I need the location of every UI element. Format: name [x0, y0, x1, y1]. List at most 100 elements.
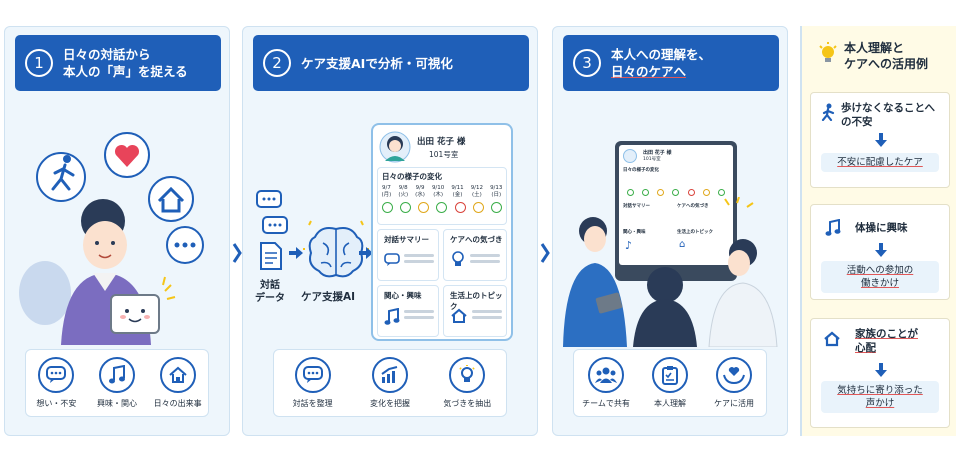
- screen-section: 日々の様子の変化: [623, 168, 659, 173]
- outcome-understanding: 本人理解: [640, 357, 700, 409]
- step3-outcomes: チームで共有 本人理解 ケアに活用: [573, 349, 767, 417]
- walking-person-bubble: [36, 152, 86, 202]
- mood-section: 日々の様子の変化 9/7(月)9/8(火)9/9(水)9/10(木)9/11(金…: [377, 167, 507, 225]
- outcome-label: 想い・不安: [36, 399, 77, 408]
- mood-dates: 9/7(月)9/8(火)9/9(水)9/10(木)9/11(金)9/12(土)9…: [378, 185, 506, 199]
- screen-faces: [623, 189, 729, 196]
- music-note-icon: ♪: [625, 239, 633, 252]
- house-icon: [159, 357, 196, 393]
- mood-face-icon: [657, 189, 665, 196]
- music-note-icon: [98, 357, 135, 393]
- arrow-right-icon: [289, 247, 303, 259]
- speech-bubble-icon: [38, 357, 75, 393]
- lightbulb-icon: [449, 357, 486, 393]
- summary-box: 対話サマリー: [377, 229, 439, 281]
- mood-face-icon: [473, 202, 485, 213]
- step1-panel: 1 日々の対話から 本人の「声」を捉える: [4, 26, 230, 436]
- brain-icon: [303, 220, 369, 278]
- monitor-screen: 出田 花子 様 101号室 日々の様子の変化 対話サマリー ケアへの気づき 関心…: [619, 145, 733, 265]
- speech-bubble-icon: [384, 252, 400, 271]
- music-note-icon: [384, 307, 400, 330]
- ai-label: ケア支援AI: [301, 291, 356, 303]
- mood-face-icon: [627, 189, 635, 196]
- mood-face-icon: [381, 202, 393, 213]
- mood-faces: [378, 202, 506, 213]
- mood-date: 9/13(日): [490, 185, 503, 198]
- examples-panel: 本人理解と ケアへの活用例 歩けなくなることへ の不安 不安に配慮したケア 体操…: [800, 26, 956, 436]
- arrow-down-icon: [875, 133, 887, 147]
- step3-header: 3 本人への理解を、 日々のケアへ: [563, 35, 779, 91]
- heart-hands-icon: [716, 357, 752, 393]
- example-card: 家族のことが 心配 気持ちに寄り添った 声かけ: [810, 318, 950, 428]
- lightbulb-icon: [450, 250, 466, 272]
- step2-header: 2 ケア支援AIで分析・可視化: [253, 35, 529, 91]
- mood-face-icon: [687, 189, 695, 196]
- step2-title: ケア支援AIで分析・可視化: [301, 55, 453, 71]
- example-result: 気持ちに寄り添った 声かけ: [821, 381, 939, 413]
- clipboard-icon: [652, 357, 688, 393]
- house-bubble: [148, 176, 194, 222]
- mood-section-title: 日々の様子の変化: [382, 172, 442, 181]
- avatar: [623, 149, 637, 163]
- outcome-label: 日々の出来事: [153, 399, 202, 408]
- step3-title-line1: 本人への理解を、: [611, 47, 712, 62]
- step2-number: 2: [263, 49, 291, 77]
- example-card: 体操に興味 活動への参加の 働きかけ: [810, 204, 950, 300]
- input-label: 対話 データ: [255, 280, 285, 304]
- step2-panel: 2 ケア支援AIで分析・可視化 対話 データ ケア支援AI 出田 花子 様 10…: [242, 26, 538, 436]
- example-result: 活動への参加の 働きかけ: [821, 261, 939, 293]
- mood-face-icon: [642, 189, 650, 196]
- outcome-label: 興味・関心: [96, 399, 137, 408]
- outcome-apply: ケアに活用: [704, 357, 764, 409]
- mood-face-icon: [672, 189, 680, 196]
- profile-room: 101号室: [429, 150, 459, 159]
- chart-up-icon: [371, 357, 408, 393]
- step2-outcomes: 対話を整理 変化を把握 気づきを抽出: [273, 349, 507, 417]
- outcome-events: 日々の出来事: [148, 357, 208, 409]
- house-icon: ⌂: [679, 239, 686, 250]
- screen-box2: ケアへの気づき: [677, 204, 709, 209]
- screen-room: 101号室: [643, 157, 661, 162]
- mood-face-icon: [399, 202, 411, 213]
- lightbulb-icon: [818, 42, 838, 70]
- outcome-organize: 対話を整理: [283, 357, 343, 409]
- step1-title-line1: 日々の対話から: [63, 47, 151, 62]
- step1-outcomes: 想い・不安 興味・関心 日々の出来事: [25, 349, 209, 417]
- mood-face-icon: [717, 189, 725, 196]
- heart-bubble: [104, 132, 150, 178]
- outcome-feelings: 想い・不安: [26, 357, 86, 409]
- step3-number: 3: [573, 49, 601, 77]
- step1-title-line2: 本人の「声」を捉える: [63, 64, 188, 79]
- mood-date: 9/8(火): [398, 185, 409, 198]
- outcome-interests: 興味・関心: [87, 357, 147, 409]
- outcome-insight: 気づきを抽出: [437, 357, 497, 409]
- profile-name: 出田 花子 様: [417, 137, 466, 147]
- screen-name: 出田 花子 様: [643, 150, 672, 156]
- mood-date: 9/12(土): [470, 185, 484, 198]
- mood-date: 9/7(月): [381, 185, 392, 198]
- arrow-down-icon: [875, 243, 887, 257]
- topic-box: 生活上のトピック: [443, 285, 507, 337]
- step1-number: 1: [25, 49, 53, 77]
- outcome-share: チームで共有: [576, 357, 636, 409]
- mood-face-icon: [436, 202, 448, 213]
- dots-bubble: [166, 226, 204, 264]
- mood-date: 9/11(金): [451, 185, 464, 198]
- screen-box3: 関心・興味: [623, 230, 646, 235]
- arrow-right-icon: [359, 247, 373, 259]
- example-card: 歩けなくなることへ の不安 不安に配慮したケア: [810, 92, 950, 188]
- mood-face-icon: [491, 202, 503, 213]
- music-note-icon: [825, 218, 841, 241]
- mood-face-icon: [418, 202, 430, 213]
- examples-title: 本人理解と ケアへの活用例: [844, 41, 929, 71]
- mood-face-icon: [702, 189, 710, 196]
- example-result: 不安に配慮したケア: [821, 153, 939, 172]
- step3-title-line2: 日々のケアへ: [611, 64, 687, 79]
- mood-face-icon: [454, 202, 466, 213]
- insight-box: ケアへの気づき: [443, 229, 507, 281]
- care-team-illustration: [563, 197, 778, 347]
- step3-panel: 3 本人への理解を、 日々のケアへ 出田 花子 様 101号室 日々の様子の変化…: [552, 26, 788, 436]
- walking-person-icon: [821, 103, 835, 125]
- screen-box4: 生活上のトピック: [677, 230, 713, 235]
- house-icon: [450, 308, 468, 328]
